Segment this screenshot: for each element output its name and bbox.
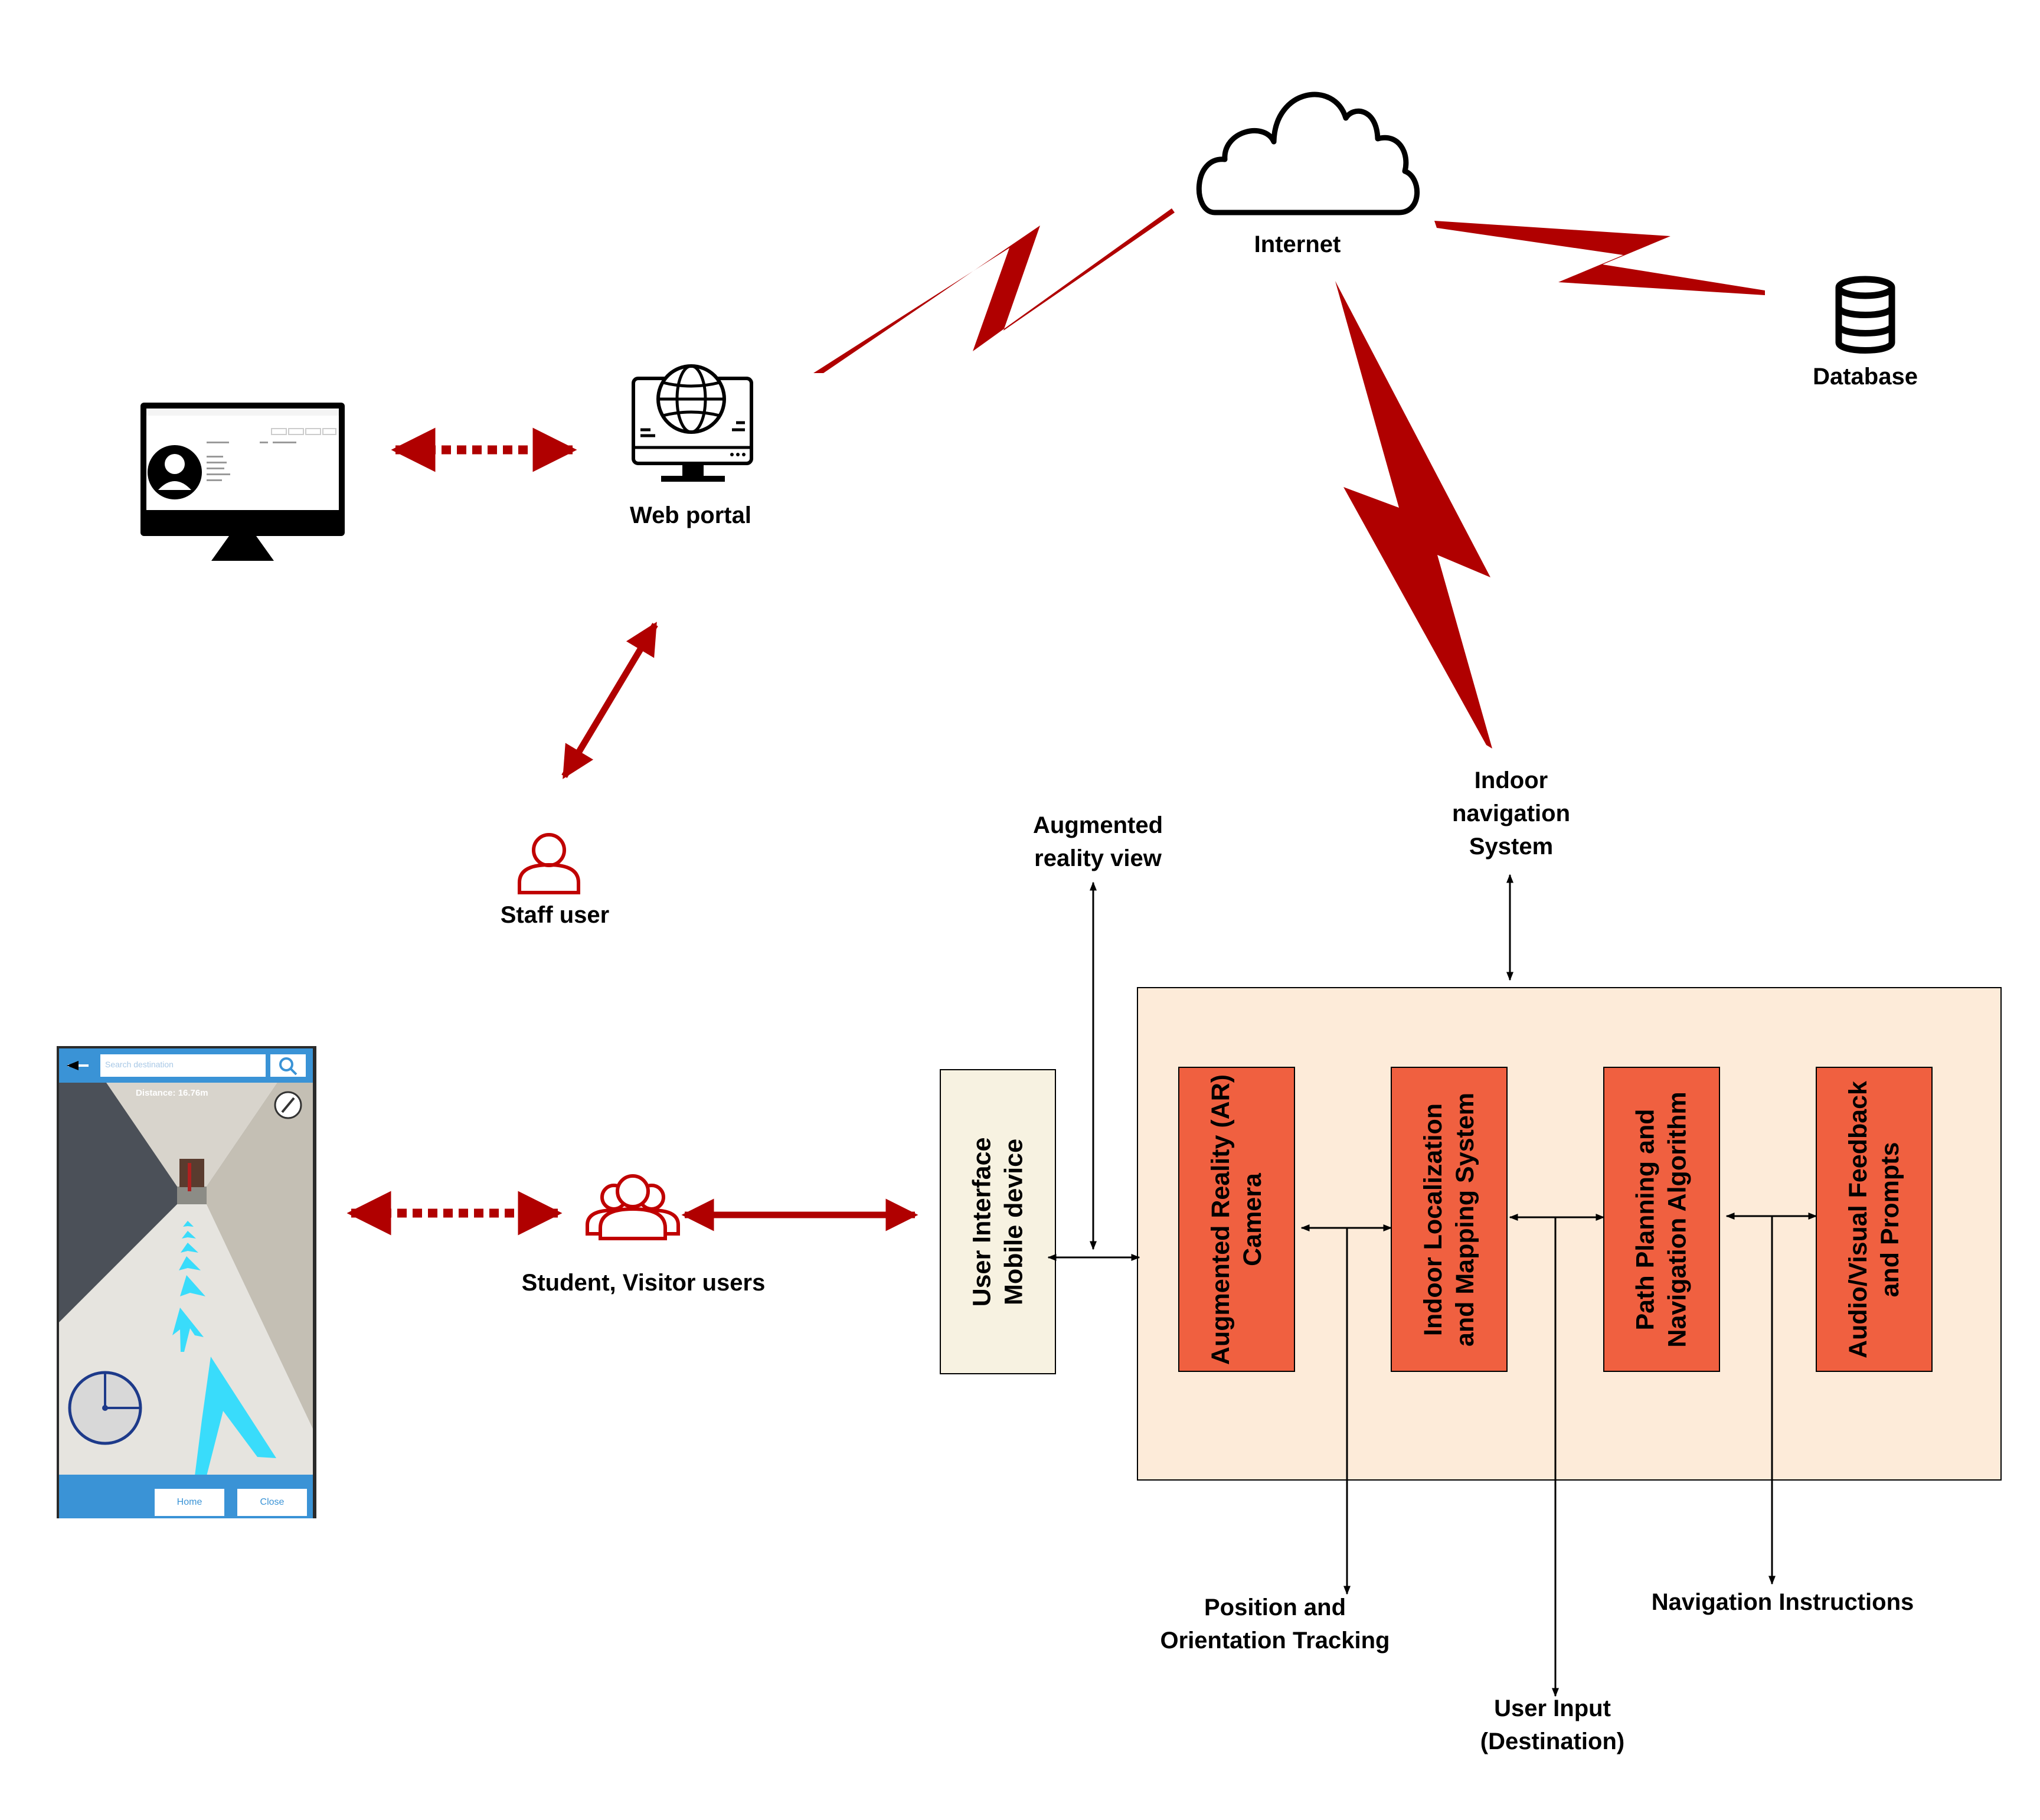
staff-user-label: Staff user xyxy=(500,902,610,928)
module-feedback xyxy=(1816,1067,1933,1372)
staff-user-icon xyxy=(518,833,580,894)
search-icon[interactable] xyxy=(279,1057,293,1071)
position-tracking-label: Position and Orientation Tracking xyxy=(1160,1594,1390,1654)
phone-close-button[interactable]: Close xyxy=(260,1497,285,1507)
lightning-link-internet-database xyxy=(1434,221,1765,295)
phone-search-input[interactable]: Search destination xyxy=(105,1060,174,1069)
phone-screenshot xyxy=(57,1046,316,1518)
student-visitor-label: Student, Visitor users xyxy=(521,1270,766,1296)
module-boxes xyxy=(1178,1067,1933,1372)
module-path-planning xyxy=(1603,1067,1720,1372)
database-icon xyxy=(1835,276,1895,354)
cloud-icon xyxy=(1196,92,1420,215)
web-portal-label: Web portal xyxy=(630,502,751,528)
navigation-instructions-label: Navigation Instructions xyxy=(1651,1589,1914,1615)
link-webportal-staff xyxy=(561,622,658,779)
module-localization xyxy=(1391,1067,1508,1372)
indoor-navigation-system-label: Indoor navigation System xyxy=(1451,767,1571,860)
ar-path-arrow xyxy=(195,1357,276,1476)
student-visitor-users-icon xyxy=(586,1174,680,1240)
user-interface-box xyxy=(940,1069,1056,1374)
module-ar-camera-text: Augmented Reality (AR)Camera xyxy=(1207,1074,1267,1365)
database-label: Database xyxy=(1813,364,1918,390)
phone-distance-readout: Distance: 16.76m xyxy=(136,1088,208,1098)
module-ar-camera xyxy=(1178,1067,1295,1372)
web-portal-icon xyxy=(632,364,753,482)
desktop-monitor-icon xyxy=(140,403,345,561)
augmented-reality-view-label: Augmented reality view xyxy=(1033,812,1163,871)
internet-label: Internet xyxy=(1254,231,1341,257)
lightning-link-webportal-internet xyxy=(813,208,1175,373)
user-input-label: User Input (Destination) xyxy=(1480,1695,1625,1754)
phone-home-button[interactable]: Home xyxy=(176,1497,202,1507)
lightning-link-internet-navsystem xyxy=(1335,281,1492,749)
